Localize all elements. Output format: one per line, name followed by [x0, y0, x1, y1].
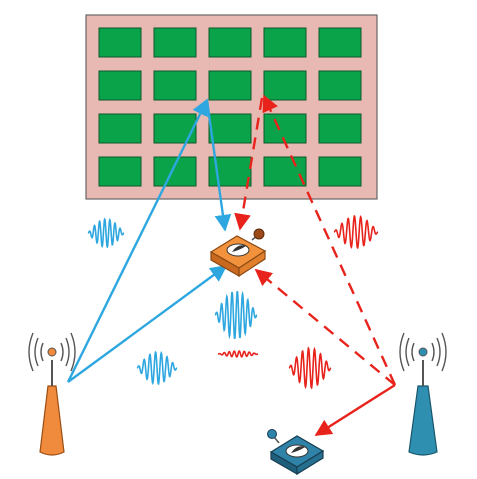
surface-tile [208, 27, 252, 58]
blue-path-tower-to-device [67, 265, 228, 383]
surface-tile [263, 113, 307, 144]
signal-waveform-icon [217, 350, 259, 358]
red-path-tower-to-bottom-device [314, 383, 396, 437]
blue-receiver-device-icon [267, 429, 325, 476]
teal-antenna-tower-icon [399, 332, 447, 456]
surface-tile [263, 70, 307, 101]
surface-tile [153, 156, 197, 187]
surface-tile [98, 27, 142, 58]
surface-tile [208, 70, 252, 101]
signal-waveform-icon [288, 346, 332, 390]
surface-tile [318, 70, 362, 101]
signal-waveform-icon [136, 350, 178, 386]
surface-tile [318, 27, 362, 58]
red-path-surface-to-device [234, 97, 264, 231]
surface-tile [153, 70, 197, 101]
signal-waveform-icon [214, 290, 258, 340]
surface-tile [318, 156, 362, 187]
surface-tile [98, 70, 142, 101]
surface-tile [263, 156, 307, 187]
reflecting-surface [85, 14, 378, 200]
red-signal-paths [234, 94, 397, 437]
orange-receiver-device-icon [209, 228, 267, 278]
surface-tile [98, 113, 142, 144]
red-path-tower-to-top-device [254, 268, 396, 386]
surface-tile [208, 113, 252, 144]
surface-tile [263, 27, 307, 58]
surface-tile [318, 113, 362, 144]
blue-signal-paths [66, 98, 232, 383]
surface-tile [98, 156, 142, 187]
blue-path-tower-to-surface [66, 98, 209, 383]
red-path-tower-to-surface [262, 94, 397, 386]
surface-tiles [98, 27, 362, 187]
signal-waveform-icon [333, 214, 379, 250]
surface-tile [153, 27, 197, 58]
blue-path-surface-to-device [205, 99, 232, 232]
signal-waveform-icon [87, 217, 125, 249]
surface-tile [153, 113, 197, 144]
signal-waveforms [87, 214, 379, 390]
orange-antenna-tower-icon [28, 332, 76, 456]
